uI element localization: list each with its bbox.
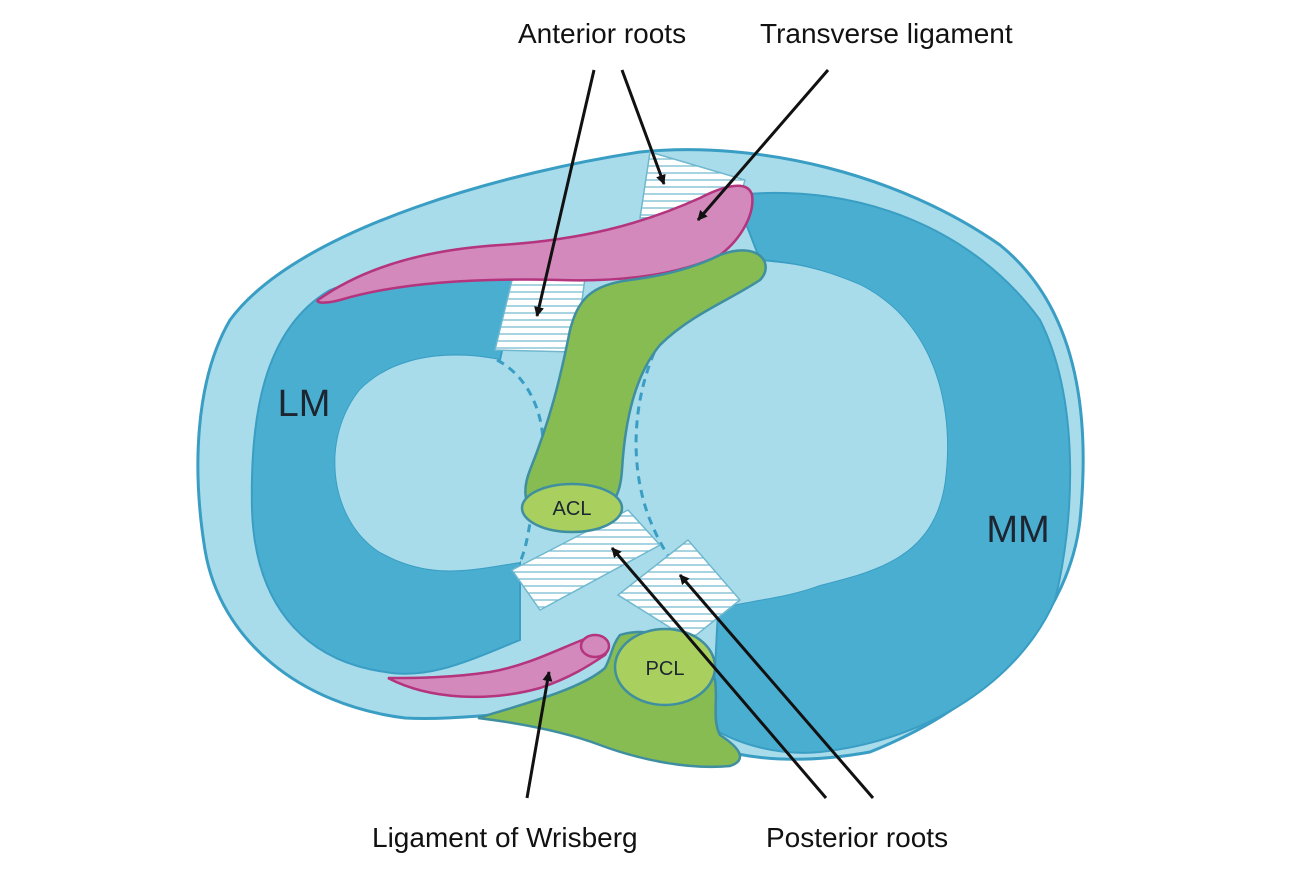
arrow-transverse-ligament [696,69,830,221]
transverse-ligament-label: Transverse ligament [760,18,1013,49]
anterior-roots-label: Anterior roots [518,18,687,49]
acl-label: ACL [553,498,592,520]
medial-articular-surface [636,262,948,610]
wrisberg-end [579,633,611,659]
arrow-anterior-roots-medial [620,69,666,185]
arrow-ligament-of-wrisberg [525,671,553,799]
acl-cross-section [520,482,624,534]
posterior-roots-label: Posterior roots [766,822,949,853]
arrow-posterior-roots-lateral [610,547,828,799]
lateral-articular-surface [335,355,544,571]
pcl-label: PCL [646,658,685,680]
mm-label: MM [986,509,1049,551]
lm-label: LM [278,383,331,425]
arrow-anterior-roots-lateral [534,69,596,317]
ligament-of-wrisberg-label: Ligament of Wrisberg [372,822,638,853]
transverse-ligament-shape [316,184,754,304]
arrow-posterior-roots-medial [678,574,875,799]
posterior-root-medial [616,538,742,641]
